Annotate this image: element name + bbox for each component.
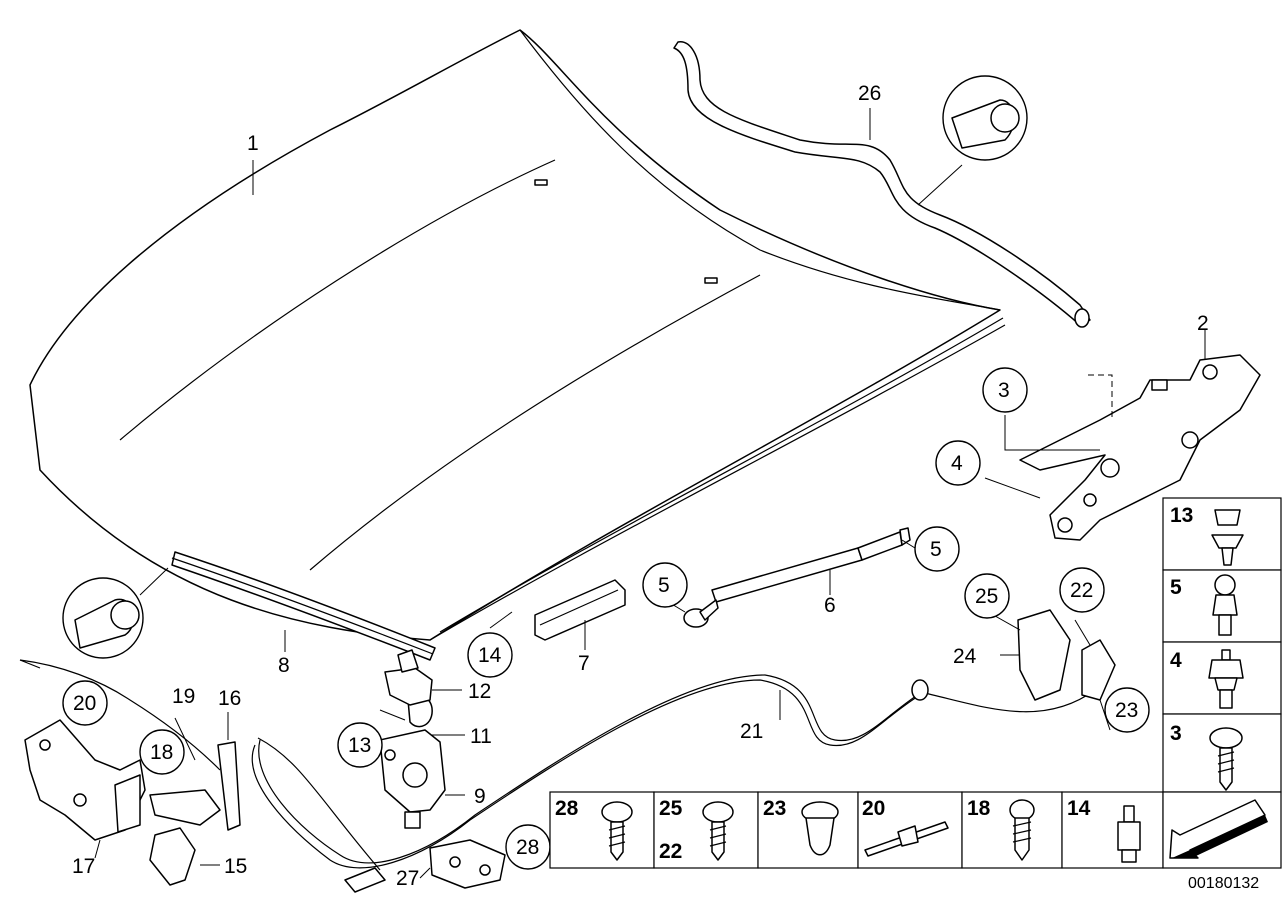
bracket-part-7: [534, 579, 626, 650]
label-18: 18: [150, 741, 173, 764]
label-12: 12: [468, 680, 491, 703]
label-23: 23: [1115, 699, 1138, 722]
legend-bottom-14: 14: [1067, 797, 1091, 820]
legend-bottom-28: 28: [555, 797, 579, 820]
label-5-right: 5: [930, 538, 942, 561]
seal-profile-detail: [62, 567, 169, 659]
legend-bottom-25: 25: [659, 797, 683, 820]
label-5-left: 5: [658, 574, 670, 597]
legend-right-3: 3: [1170, 722, 1182, 745]
label-19: 19: [172, 685, 195, 708]
label-7: 7: [578, 652, 590, 675]
label-9: 9: [474, 785, 486, 808]
hood-panel: [29, 29, 1006, 641]
label-3: 3: [998, 379, 1010, 402]
hood-hinge: [984, 354, 1261, 541]
legend-bottom-22: 22: [659, 840, 682, 863]
diagram-id: 00180132: [1188, 875, 1259, 892]
label-28: 28: [516, 836, 539, 859]
label-1: 1: [247, 132, 259, 155]
legend-bottom-20: 20: [862, 797, 885, 820]
legend-right-5: 5: [1170, 576, 1182, 599]
hood-seal-rear: [673, 41, 1091, 328]
label-21: 21: [740, 720, 763, 743]
legend-bottom: 28 25 22 23 20 18 14: [549, 791, 1282, 869]
release-mechanism: [19, 659, 241, 886]
label-24: 24: [953, 645, 977, 668]
label-2: 2: [1197, 312, 1209, 335]
label-17: 17: [72, 855, 95, 878]
legend-bottom-23: 23: [763, 797, 786, 820]
label-20: 20: [73, 692, 96, 715]
label-26: 26: [858, 82, 881, 105]
label-11: 11: [470, 725, 492, 748]
gas-strut: [683, 527, 911, 628]
legend-right-4: 4: [1170, 649, 1182, 672]
release-cable: [251, 609, 1116, 871]
label-8: 8: [278, 654, 290, 677]
legend-bottom-18: 18: [967, 797, 991, 820]
callout-circles: [62, 367, 1150, 870]
front-seal: [171, 551, 436, 661]
label-22: 22: [1070, 579, 1093, 602]
label-6: 6: [824, 594, 836, 617]
legend-right: 13 5 4 3: [1162, 497, 1282, 793]
label-14: 14: [478, 644, 502, 667]
label-13: 13: [348, 734, 371, 757]
legend-right-13: 13: [1170, 504, 1193, 527]
part-labels: 1 26 2 3 4 5 5 6 7 8 9 11 12 13 14 15 16…: [72, 82, 1209, 890]
label-16: 16: [218, 687, 241, 710]
bracket-part-27: [344, 839, 506, 893]
label-25: 25: [975, 585, 998, 608]
label-27: 27: [396, 867, 419, 890]
hood-latch: [379, 649, 465, 829]
label-4: 4: [951, 452, 963, 475]
label-15: 15: [224, 855, 247, 878]
